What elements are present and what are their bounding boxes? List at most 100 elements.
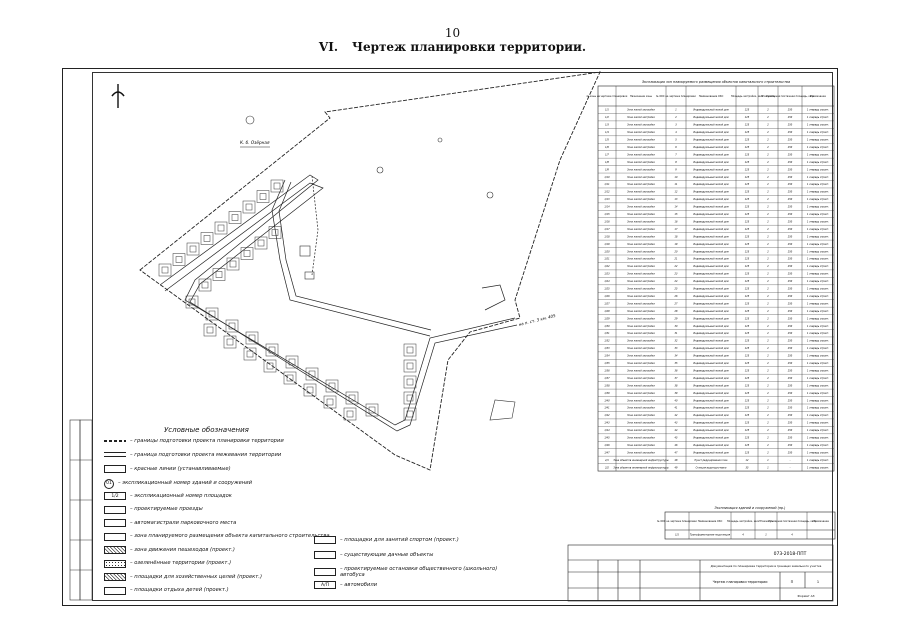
table-header-cell: Назначение зоны xyxy=(630,95,652,98)
table-cell: 1/10 xyxy=(604,176,610,179)
table-cell: Зона жилой застройки xyxy=(627,131,655,134)
legend-item: – граница подготовки проекта межевания т… xyxy=(104,452,281,458)
table-cell: 2 xyxy=(767,258,769,261)
table-cell: Зона жилой застройки xyxy=(627,153,655,156)
table-cell: 250 xyxy=(788,377,793,380)
table-cell: Индивидуальный жилой дом xyxy=(693,213,729,216)
table-cell: 1 xyxy=(675,109,677,112)
road-network xyxy=(159,174,518,432)
legend-label: – озеленённые территории (проект.) xyxy=(130,560,232,567)
table-cell: 35 xyxy=(746,466,749,469)
table-cell: 48 xyxy=(675,459,678,462)
table-cell: 125 xyxy=(745,258,750,261)
table-cell: 4 xyxy=(675,131,677,134)
lot-plot xyxy=(343,407,357,421)
table-cell: Зона жилой застройки xyxy=(627,340,655,343)
table-cell: 1 очередь строит. xyxy=(807,407,829,410)
table-cell: 2 xyxy=(767,377,769,380)
table-cell: 2 xyxy=(767,273,769,276)
table-cell: Индивидуальный жилой дом xyxy=(693,139,729,142)
legend-symbol xyxy=(104,532,126,541)
table-cell: 6 xyxy=(675,146,677,149)
house-footprint xyxy=(203,235,211,242)
table-cell: Индивидуальный жилой дом xyxy=(693,310,729,313)
table-cell: 250 xyxy=(788,288,793,291)
small-table-cell: 4 xyxy=(742,534,744,537)
table-cell: Индивидуальный жилой дом xyxy=(693,153,729,156)
house-footprint xyxy=(248,334,256,342)
table-cell: 1 очередь строит. xyxy=(807,258,829,261)
table-cell: Индивидуальный жилой дом xyxy=(693,422,729,425)
lot-plot xyxy=(226,257,240,271)
house-footprint xyxy=(259,193,267,200)
table-cell: Зона жилой застройки xyxy=(627,369,655,372)
lot-grid xyxy=(158,179,417,421)
table-cell: 1 очередь строит. xyxy=(807,116,829,119)
legend-label: – зона движения пешеходов (проект.) xyxy=(130,546,235,553)
legend-symbol xyxy=(104,559,126,568)
table-cell: 1 очередь строит. xyxy=(807,146,829,149)
table-cell: 2 xyxy=(767,392,769,395)
table-cell: Зона жилой застройки xyxy=(627,176,655,179)
lot-plot xyxy=(305,367,319,381)
table-cell: Зона жилой застройки xyxy=(627,444,655,447)
stamp-description: Документация по планировке территории в … xyxy=(711,564,822,568)
house-footprint xyxy=(406,410,414,418)
table-cell: Индивидуальный жилой дом xyxy=(693,191,729,194)
table-cell: 250 xyxy=(788,399,793,402)
table-cell: 125 xyxy=(745,399,750,402)
legend-item: – зона движения пешеходов (проект.) xyxy=(104,546,235,554)
lot-plot xyxy=(256,190,270,203)
table-cell: 2 xyxy=(767,444,769,447)
table-cell: 31 xyxy=(675,332,678,335)
table-cell: - xyxy=(790,466,791,469)
house-footprint xyxy=(228,322,236,330)
lot-plot xyxy=(200,232,214,245)
table-cell: 125 xyxy=(745,288,750,291)
legend-title: Условные обозначения xyxy=(164,426,249,434)
table-cell: 1 очередь строит. xyxy=(807,191,829,194)
table-cell: 1 очередь строит. xyxy=(807,139,829,142)
table-cell: Индивидуальный жилой дом xyxy=(693,295,729,298)
table-cell: 46 xyxy=(675,444,678,447)
table-cell: 1 очередь строит. xyxy=(807,273,829,276)
lot-plot xyxy=(283,371,297,385)
table-cell: 125 xyxy=(745,139,750,142)
table-cell: Зона объектов инженерной инфраструктуры xyxy=(613,459,668,462)
table-cell: 2 xyxy=(767,243,769,246)
table-cell: 125 xyxy=(745,131,750,134)
table-cell: Зона жилой застройки xyxy=(627,161,655,164)
table-cell: Зона жилой застройки xyxy=(627,243,655,246)
table-cell: 2 xyxy=(767,347,769,350)
legend-symbol xyxy=(104,505,126,514)
table-header-cell: № зоны на чертеже планировки xyxy=(587,95,628,98)
table-cell: Зона жилой застройки xyxy=(627,332,655,335)
table-cell: 250 xyxy=(788,131,793,134)
table-cell: 250 xyxy=(788,451,793,454)
table-cell: 1 очередь строит. xyxy=(807,295,829,298)
table-cell: 250 xyxy=(788,198,793,201)
table-cell: 23 xyxy=(675,273,678,276)
legend-label: – площадки отдыха детей (проект.) xyxy=(130,587,229,594)
table-header-cell: Наименование ОКС xyxy=(699,95,724,98)
legend-item: – озеленённые территории (проект.) xyxy=(104,559,232,568)
table-cell: Зона жилой застройки xyxy=(627,384,655,387)
table-cell: 1/32 xyxy=(604,340,610,343)
table-cell: 125 xyxy=(745,191,750,194)
table-cell: 1/39 xyxy=(604,392,610,395)
table-cell: 1 очередь строит. xyxy=(807,444,829,447)
table-cell: 250 xyxy=(788,228,793,231)
table-cell: 1 очередь строит. xyxy=(807,355,829,358)
table-cell: 39 xyxy=(675,392,678,395)
table-cell: 250 xyxy=(788,422,793,425)
table-cell: 44 xyxy=(675,429,678,432)
table-cell: 36 xyxy=(675,369,678,372)
table-cell: 2 xyxy=(767,220,769,223)
table-cell: 2 xyxy=(767,161,769,164)
table-cell: Зона объектов инженерной инфраструктуры xyxy=(613,466,668,469)
table-cell: 45 xyxy=(675,437,678,440)
table-cell: 1 очередь строит. xyxy=(807,422,829,425)
legend-item: – площадки для хозяйственных целей (прое… xyxy=(104,573,262,581)
